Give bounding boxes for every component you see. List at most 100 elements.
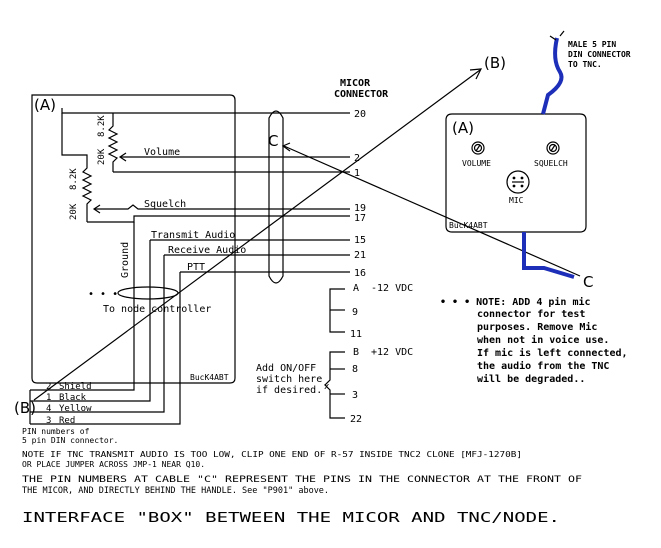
pot-2-value-b: 8.2K [97,115,107,137]
buck-right-signature: BucK4ABT [449,221,488,230]
pin-16: 16 [354,268,366,279]
din-pin-3-name: Red [59,416,75,426]
pin-numbers-caption-2: 5 pin DIN connector. [22,436,118,445]
din-pin-1-name: Black [59,393,87,403]
pot-2-value-a: 20K [97,148,107,165]
neg-12-vdc-label: -12 VDC [371,283,413,294]
din-pin-4-num: 4 [46,404,51,414]
footnote-1-line-1: NOTE IF TNC TRANSMIT AUDIO IS TOO LOW, C… [22,450,522,459]
wire-pin-20 [61,108,350,114]
note-line-7: will be degraded.. [477,373,585,385]
male-din-3: TO TNC. [568,60,602,69]
pin-a: A [353,283,359,294]
bracket-pos-12 [324,351,345,419]
pin-9: 9 [352,307,358,318]
ptt-label: PTT [187,262,205,273]
pot-1-value-b: 8.2K [69,168,79,190]
male-din-1: MALE 5 PIN [568,40,616,49]
volume-knob [471,141,485,155]
din-pin-2-num: 2 [46,382,51,392]
din-cable-end-1 [549,35,557,41]
cable-c-line [283,145,581,277]
micor-connector-label-1: MICOR [340,78,371,89]
volume-label: Volume [144,147,180,158]
add-switch-2: switch here [256,374,322,385]
receive-audio-label: Receive Audio [168,245,246,256]
din-cable-top [541,37,564,115]
box-a-right-label: (A) [452,119,474,137]
pin-3: 3 [352,390,358,401]
pin-11: 11 [350,329,362,340]
pin-2: 2 [354,153,360,164]
pin-numbers-caption-1: PIN numbers of [22,427,90,436]
wire-pot-1-bottom [87,215,350,223]
cable-c-label: C [268,132,278,150]
pos-12-vdc-label: +12 VDC [371,347,413,358]
pot-1-resistor [81,160,93,222]
pot-2-resistor [107,118,119,172]
dots-left: • • • [88,289,118,300]
pin-1: 1 [354,168,360,179]
note-line-4: when not in voice use. [477,334,609,346]
note-line-3: purposes. Remove Mic [477,321,597,333]
b-label-top: (B) [484,54,506,72]
ground-label: Ground [120,242,131,278]
footnote-1-line-2: OR PLACE JUMPER ACROSS JMP-1 NEAR Q10. [22,460,205,469]
front-panel-outline [445,113,587,233]
micor-connector-label-2: CONNECTOR [334,89,389,100]
footnote-2-line-2: THE MICOR, AND DIRECTLY BEHIND THE HANDL… [22,486,329,496]
wire-pot-1-top [61,113,88,160]
din-pin-1-num: 1 [46,393,51,403]
c-label-right: C [583,273,593,291]
pin-8: 8 [352,364,358,375]
mic-note: • • • NOTE: ADD 4 pin mic connector for … [440,296,628,385]
wire-ptt-down [30,272,181,425]
footnote-2-line-1: THE PIN NUMBERS AT CABLE "C" REPRESENT T… [22,475,582,485]
squelch-label: Squelch [144,199,186,210]
add-switch-3: if desired. [256,385,322,396]
panel-mic-label: MIC [509,196,524,205]
pin-b: B [353,347,359,358]
pin-22: 22 [350,414,362,425]
wire-squelch [95,204,350,210]
add-switch-1: Add ON/OFF [256,363,316,374]
panel-volume-label: VOLUME [462,159,491,168]
cable-b-arrow [469,68,483,80]
din-pin-4-name: Yellow [59,404,92,414]
squelch-knob [546,141,560,155]
pot-1-value-a: 20K [69,203,79,220]
volume-wiper-arrow [118,152,127,162]
wire-transmit-audio-down [30,240,151,402]
note-line-1: • • • NOTE: ADD 4 pin mic [440,296,591,308]
pin-17: 17 [354,213,366,224]
pin-20: 20 [354,109,366,120]
pin-19: 19 [354,203,366,214]
note-line-5: If mic is left connected, [477,347,628,359]
b-label-bottom: (B) [14,399,36,417]
tnc-cable-bottom [522,232,575,279]
pin-21: 21 [354,250,366,261]
din-pin-list: 2 Shield 1 Black 4 Yellow 3 Red [46,382,92,426]
transmit-audio-label: Transmit Audio [151,230,235,241]
din-cable-end-2 [559,30,565,37]
node-controller-connector [117,286,179,300]
buck-left-signature: BucK4ABT [190,373,229,382]
diagram-title: INTERFACE "BOX" BETWEEN THE MICOR AND TN… [22,511,560,526]
male-din-2: DIN CONNECTOR [568,50,631,59]
box-a-label: (A) [34,96,56,114]
panel-squelch-label: SQUELCH [534,159,568,168]
wire-receive-audio-down [30,255,165,413]
switch-x-mark: x [324,382,330,392]
cable-c-arrow [281,142,291,152]
wire-ground [30,222,135,391]
pin-15: 15 [354,235,366,246]
din-pin-2-name: Shield [59,382,92,392]
note-line-2: connector for test [477,309,585,320]
squelch-wiper-arrow [92,204,101,214]
mic-connector-icon [506,170,530,194]
cable-b-line [33,69,481,401]
interface-box-outline [31,94,236,384]
note-line-6: the audio from the TNC [477,360,609,372]
